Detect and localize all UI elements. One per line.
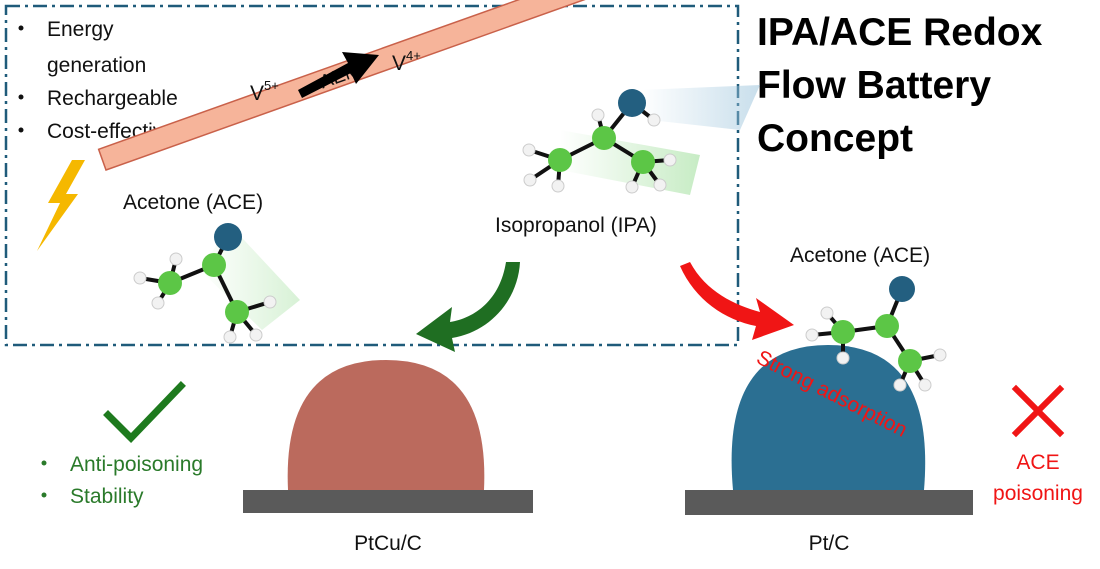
- pt-dome: [731, 345, 926, 490]
- redox-right: V4+: [392, 48, 421, 75]
- vanadium-redox: V5+ V4+: [250, 48, 421, 105]
- poisoning-label: ACE poisoning: [993, 451, 1083, 505]
- acetone-molecule-left: [133, 223, 300, 344]
- acetone-left-label: Acetone (ACE): [123, 191, 263, 214]
- checkmark-icon: [103, 381, 186, 443]
- poisoning-line-1: ACE: [1016, 451, 1059, 474]
- lightning-bolt-icon: [37, 160, 85, 251]
- pt-label: Pt/C: [809, 532, 850, 555]
- pt-catalyst: Pt/C: [685, 345, 973, 555]
- poisoning-line-2: poisoning: [993, 482, 1083, 505]
- reaction-frame: [4, 4, 740, 347]
- benefit-item: Anti-poisoning: [70, 453, 203, 476]
- acetone-molecule-right: [805, 276, 947, 392]
- feature-item: generation: [47, 54, 146, 77]
- isopropanol-molecule: [522, 85, 760, 195]
- bullet-dot: [18, 25, 24, 31]
- cross-icon: [1011, 384, 1065, 438]
- bullet-dot: [18, 94, 24, 100]
- acetone-right-label: Acetone (ACE): [790, 244, 930, 267]
- redox-left: V5+: [250, 78, 279, 105]
- bullet-dot: [41, 460, 47, 466]
- isopropanol-label: Isopropanol (IPA): [495, 214, 657, 237]
- title-line-2: Flow Battery: [757, 64, 991, 107]
- benefit-list: Anti-poisoning Stability: [41, 453, 203, 508]
- green-curved-arrow-icon: [416, 262, 520, 352]
- ptcu-dome: [287, 360, 485, 490]
- title-line-3: Concept: [757, 117, 913, 160]
- ptcu-catalyst: PtCu/C: [243, 360, 533, 555]
- ptcu-support: [243, 490, 533, 513]
- feature-list: Energy generation Rechargeable Cost-effe…: [18, 18, 178, 143]
- feature-item: Energy: [47, 18, 114, 41]
- benefit-item: Stability: [70, 485, 144, 508]
- diagram-title: IPA/ACE Redox Flow Battery Concept: [757, 11, 1043, 160]
- bullet-dot: [41, 492, 47, 498]
- ptcu-label: PtCu/C: [354, 532, 422, 555]
- feature-item: Rechargeable: [47, 87, 178, 110]
- red-curved-arrow-icon: [680, 262, 794, 340]
- pt-support: [685, 490, 973, 515]
- title-line-1: IPA/ACE Redox: [757, 11, 1043, 54]
- redox-arrow-icon: [298, 52, 379, 98]
- bullet-dot: [18, 127, 24, 133]
